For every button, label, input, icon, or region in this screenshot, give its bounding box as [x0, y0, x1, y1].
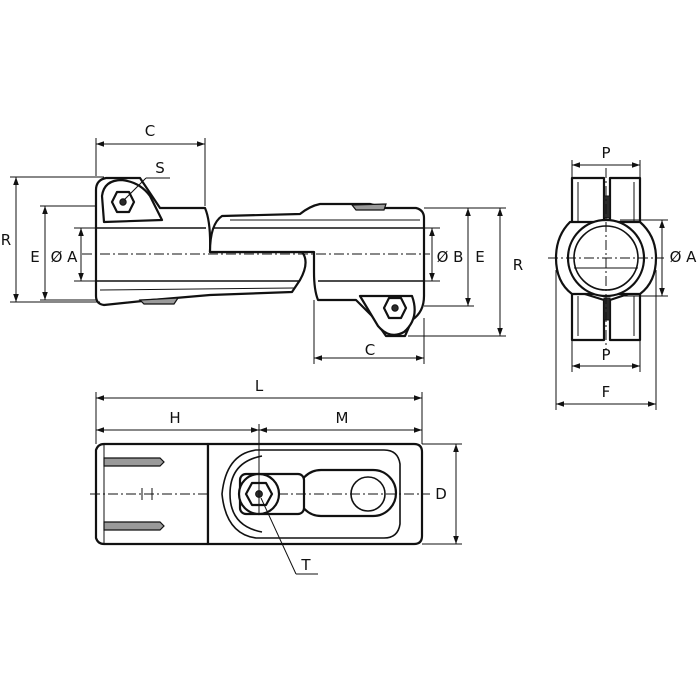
- dim-p-top-label: P: [601, 144, 610, 162]
- top-view-slot: [296, 468, 398, 518]
- dim-h-label: H: [169, 409, 180, 427]
- dim-t-label: T: [300, 556, 311, 574]
- side-view-edge-line: [99, 287, 295, 291]
- dim-r-right-label: R: [513, 256, 523, 274]
- dim-r-left-label: R: [1, 231, 11, 249]
- top-view-slot-upper: [103, 457, 165, 467]
- dim-a-right-label: Ø A: [670, 248, 698, 266]
- dim-m-label: M: [336, 409, 349, 427]
- dim-b-right-label: Ø B: [437, 248, 464, 266]
- dim-s-label: S: [155, 159, 165, 177]
- dim-d-label: D: [435, 485, 447, 503]
- dim-c-top-label: C: [145, 122, 155, 140]
- top-view-lug-plate: [221, 449, 401, 539]
- side-view: C S R E Ø A Ø B E R: [1, 122, 523, 364]
- dim-e-left-label: E: [30, 248, 39, 266]
- dim-f-label: F: [602, 383, 611, 401]
- end-view-lower-right-jaw: [608, 288, 642, 342]
- top-view-lug-round: [229, 455, 263, 533]
- side-view-slot-bottom: [138, 297, 180, 305]
- dim-e-right-label: E: [475, 248, 484, 266]
- end-view: P Ø A P F: [548, 144, 697, 410]
- end-view-top-bolt-icon: [603, 195, 611, 219]
- dim-l-label: L: [255, 377, 264, 395]
- side-view-slot-top: [350, 203, 387, 211]
- side-view-right-screw-icon: [391, 304, 399, 312]
- top-view: L H M D T: [90, 377, 462, 575]
- dim-c-bottom-label: C: [365, 341, 375, 359]
- dim-t-leader: [260, 497, 297, 575]
- dim-p-bottom-label: P: [601, 346, 610, 364]
- dim-s-leader: [123, 177, 147, 201]
- end-view-bottom-bolt-icon: [603, 297, 611, 321]
- end-view-lower-left-jaw: [570, 288, 606, 342]
- top-view-slot-lower: [103, 521, 165, 531]
- side-view-left-screw-icon: [119, 198, 127, 206]
- dim-a-left-label: Ø A: [51, 248, 79, 266]
